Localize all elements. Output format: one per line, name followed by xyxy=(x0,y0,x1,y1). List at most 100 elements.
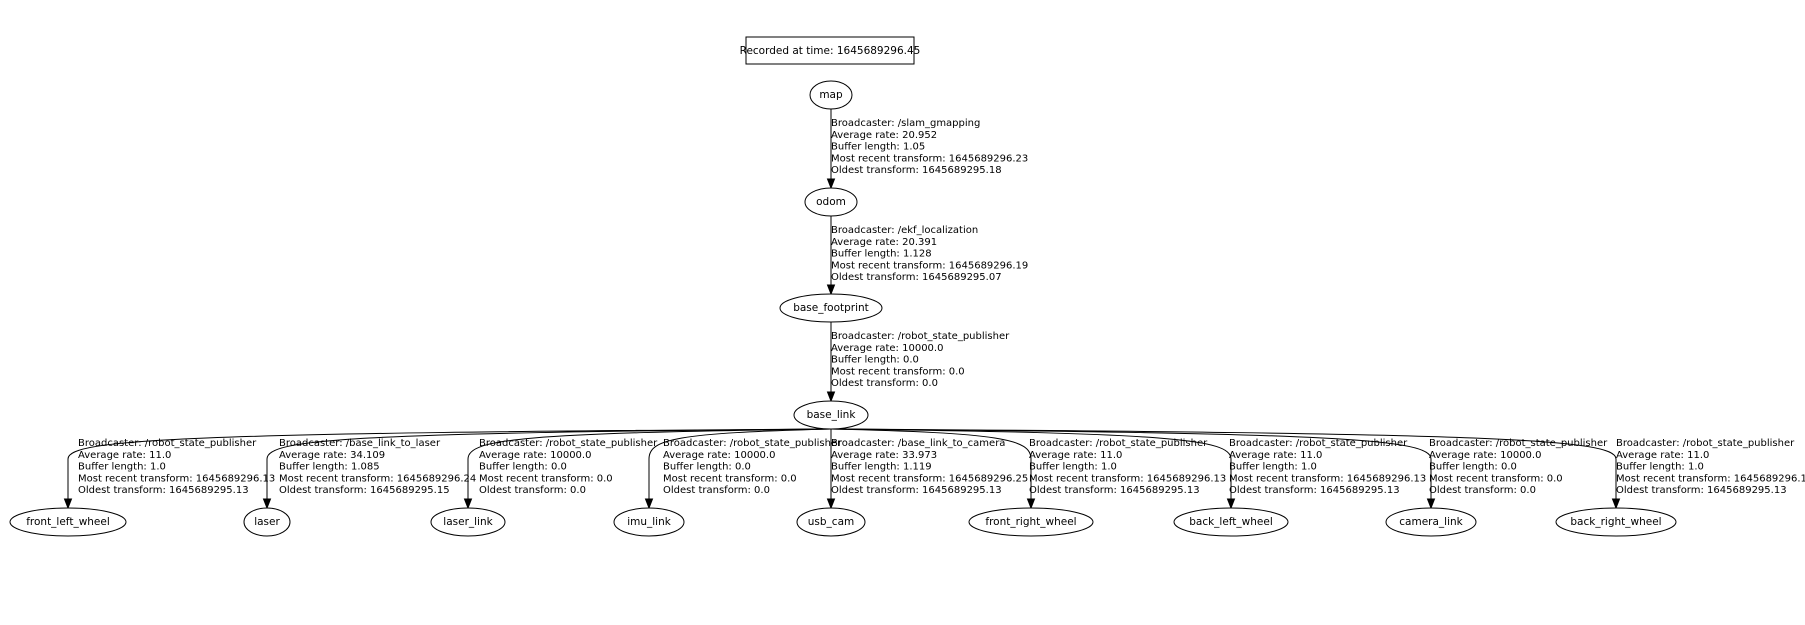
edge-label-line: Buffer length: 0.0 xyxy=(1429,462,1517,473)
edge-label-camera-link: Broadcaster: /robot_state_publisherAvera… xyxy=(1429,438,1608,496)
frame-label: base_link xyxy=(807,409,857,421)
edge-label-line: Average rate: 10000.0 xyxy=(1429,450,1541,461)
edge-label-line: Buffer length: 1.085 xyxy=(279,462,380,473)
edge-label-back-left-wheel: Broadcaster: /robot_state_publisherAvera… xyxy=(1229,438,1426,496)
edge-label-line: Average rate: 11.0 xyxy=(1029,450,1122,461)
edge-label-line: Broadcaster: /base_link_to_laser xyxy=(279,438,441,449)
edge-label-usb-cam: Broadcaster: /base_link_to_cameraAverage… xyxy=(831,438,1028,496)
edge-label-line: Broadcaster: /robot_state_publisher xyxy=(479,438,658,449)
edge-label-line: Most recent transform: 0.0 xyxy=(1429,473,1563,484)
frame-label: back_right_wheel xyxy=(1570,516,1661,528)
edge-base-link-to-laser xyxy=(262,428,832,510)
edge-label-line: Broadcaster: /base_link_to_camera xyxy=(831,438,1005,449)
edge-label-line: Average rate: 33.973 xyxy=(831,450,937,461)
frame-label: laser xyxy=(254,516,280,528)
edge-label-line: Most recent transform: 1645689296.19 xyxy=(831,260,1028,271)
edge-label-line: Buffer length: 1.119 xyxy=(831,462,932,473)
edge-label-line: Average rate: 10000.0 xyxy=(831,343,943,354)
frame-node-camera-link: camera_link xyxy=(1385,507,1477,537)
arrowhead xyxy=(826,178,836,190)
frame-node-back-left-wheel: back_left_wheel xyxy=(1173,507,1289,537)
edge-label-line: Most recent transform: 1645689296.23 xyxy=(831,153,1028,164)
edge-base-link-to-laser-link xyxy=(463,428,832,510)
frame-ellipse xyxy=(779,293,883,323)
edge-label-line: Oldest transform: 1645689295.13 xyxy=(78,485,249,496)
edge-base-link-to-front-right-wheel xyxy=(830,428,1036,510)
frame-label: back_left_wheel xyxy=(1189,516,1273,528)
edge-label-line: Broadcaster: /robot_state_publisher xyxy=(1429,438,1608,449)
edge-line xyxy=(648,428,832,499)
edge-label-base-link: Broadcaster: /robot_state_publisherAvera… xyxy=(831,331,1010,389)
edge-odom-to-base-footprint xyxy=(826,216,836,296)
arrowhead xyxy=(1026,498,1036,510)
edge-label-line: Average rate: 20.391 xyxy=(831,237,937,248)
edge-label-front-left-wheel: Broadcaster: /robot_state_publisherAvera… xyxy=(78,438,275,496)
arrowhead xyxy=(463,498,473,510)
edge-label-line: Oldest transform: 1645689295.13 xyxy=(1229,485,1400,496)
edge-label-line: Average rate: 11.0 xyxy=(1616,450,1709,461)
edge-label-line: Buffer length: 1.128 xyxy=(831,249,932,260)
edge-label-line: Most recent transform: 1645689296.13 xyxy=(1229,473,1426,484)
edge-base-link-to-back-left-wheel xyxy=(830,428,1236,510)
recorded-time-label: Recorded at time: 1645689296.45 xyxy=(740,45,921,57)
edge-label-line: Average rate: 11.0 xyxy=(1229,450,1322,461)
frame-node-odom: odom xyxy=(804,187,858,217)
arrowhead xyxy=(1611,498,1621,510)
frame-label: imu_link xyxy=(627,516,672,528)
frame-node-imu-link: imu_link xyxy=(613,507,685,537)
edge-label-line: Oldest transform: 1645689295.15 xyxy=(279,485,450,496)
arrowhead xyxy=(262,498,272,510)
edge-label-line: Buffer length: 0.0 xyxy=(663,462,751,473)
edge-label-laser-link: Broadcaster: /robot_state_publisherAvera… xyxy=(479,438,658,496)
frame-ellipse xyxy=(430,507,506,537)
edge-label-line: Most recent transform: 1645689296.13 xyxy=(78,473,275,484)
edge-base-footprint-to-base-link xyxy=(826,322,836,403)
edge-map-to-odom xyxy=(826,109,836,190)
arrowhead xyxy=(826,284,836,296)
edge-line xyxy=(830,428,1032,499)
edge-label-line: Most recent transform: 0.0 xyxy=(831,366,965,377)
frame-ellipse xyxy=(793,400,869,430)
edge-label-laser: Broadcaster: /base_link_to_laserAverage … xyxy=(279,438,476,496)
edge-label-line: Average rate: 10000.0 xyxy=(479,450,591,461)
edge-label-line: Broadcaster: /ekf_localization xyxy=(831,225,978,236)
edge-label-line: Oldest transform: 1645689295.18 xyxy=(831,165,1002,176)
frame-node-base-footprint: base_footprint xyxy=(779,293,883,323)
arrowhead xyxy=(1226,498,1236,510)
edge-label-line: Most recent transform: 0.0 xyxy=(663,473,797,484)
frame-ellipse xyxy=(613,507,685,537)
edge-label-line: Broadcaster: /robot_state_publisher xyxy=(1229,438,1408,449)
frame-node-usb-cam: usb_cam xyxy=(796,507,866,537)
edge-label-line: Buffer length: 0.0 xyxy=(479,462,567,473)
edge-label-line: Most recent transform: 1645689296.24 xyxy=(279,473,476,484)
frame-label: odom xyxy=(816,196,846,208)
edge-label-line: Buffer length: 0.0 xyxy=(831,355,919,366)
edge-label-line: Broadcaster: /robot_state_publisher xyxy=(831,331,1010,342)
edge-label-line: Oldest transform: 1645689295.13 xyxy=(831,485,1002,496)
frame-label: map xyxy=(819,89,843,101)
edge-label-line: Broadcaster: /slam_gmapping xyxy=(831,118,980,129)
edge-label-line: Average rate: 11.0 xyxy=(78,450,171,461)
edge-label-imu-link: Broadcaster: /robot_state_publisherAvera… xyxy=(663,438,842,496)
frame-node-front-right-wheel: front_right_wheel xyxy=(968,507,1094,537)
frame-node-front-left-wheel: front_left_wheel xyxy=(9,507,127,537)
edge-line xyxy=(67,428,832,499)
edge-line xyxy=(266,428,832,499)
frame-node-laser: laser xyxy=(243,507,291,537)
edge-base-link-to-imu-link xyxy=(644,428,832,510)
frame-node-laser-link: laser_link xyxy=(430,507,506,537)
edge-label-line: Buffer length: 1.0 xyxy=(1616,462,1704,473)
frame-ellipse xyxy=(1555,507,1677,537)
edge-label-line: Oldest transform: 0.0 xyxy=(1429,485,1536,496)
edge-label-line: Most recent transform: 1645689296.13 xyxy=(1029,473,1226,484)
edge-label-line: Average rate: 20.952 xyxy=(831,130,937,141)
frame-ellipse xyxy=(796,507,866,537)
edge-label-line: Oldest transform: 1645689295.13 xyxy=(1616,485,1787,496)
frame-ellipse xyxy=(968,507,1094,537)
frame-ellipse xyxy=(9,507,127,537)
edge-base-link-to-front-left-wheel xyxy=(63,428,832,510)
edge-label-line: Oldest transform: 1645689295.13 xyxy=(1029,485,1200,496)
